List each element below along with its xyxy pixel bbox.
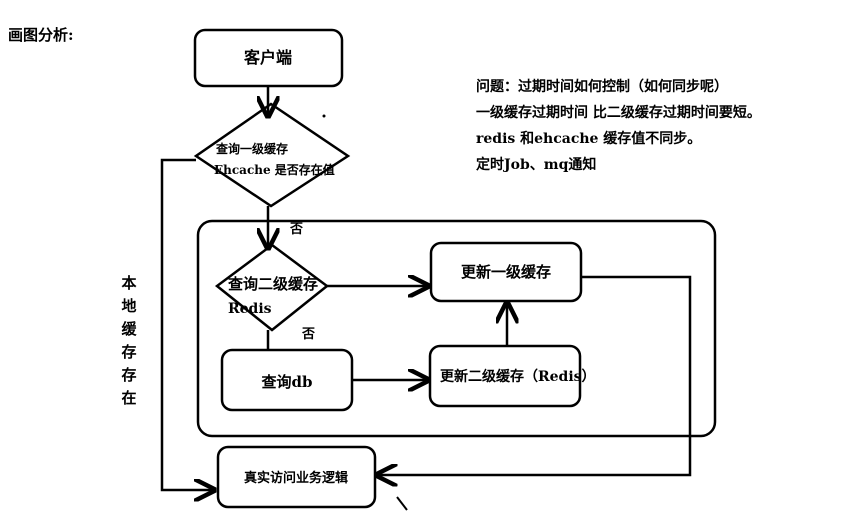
check-l1-label-1: 查询一级缓存: [215, 141, 288, 156]
update-l1-label: 更新一级缓存: [461, 263, 551, 281]
check-l2-label-1: 查询二级缓存: [228, 275, 318, 293]
query-db-label: 查询db: [262, 373, 313, 391]
note-sync-method: 定时Job、mq通知: [476, 157, 597, 173]
edge-label-no-1: 否: [289, 222, 303, 237]
check-l2-label-2: Redis: [228, 301, 272, 317]
edge-local-exists: [160, 158, 214, 490]
note-not-synced: redis 和ehcache 缓存值不同步。: [476, 131, 702, 147]
check-l1-diamond: [193, 102, 351, 208]
stray-dot: [322, 114, 326, 118]
edge-label-no-2: 否: [301, 327, 315, 342]
page-heading: 画图分析:: [8, 26, 74, 44]
cache-container: [196, 219, 717, 438]
stray-mark: [396, 496, 408, 511]
check-l1-label-2: Ehcache 是否存在值: [214, 162, 335, 177]
edge-label-local-exists: 本地缓存存在: [121, 274, 137, 407]
note-problem: 问题：过期时间如何控制（如何同步呢）: [476, 79, 728, 95]
client-node-label: 客户端: [244, 48, 292, 67]
edge-l1update-to-business: [377, 275, 692, 475]
update-l2-label: 更新二级缓存（Redis）: [440, 368, 596, 385]
check-l2-diamond: [214, 243, 330, 332]
business-label: 真实访问业务逻辑: [244, 470, 348, 486]
note-expire-time: 一级缓存过期时间 比二级缓存过期时间要短。: [476, 105, 761, 121]
